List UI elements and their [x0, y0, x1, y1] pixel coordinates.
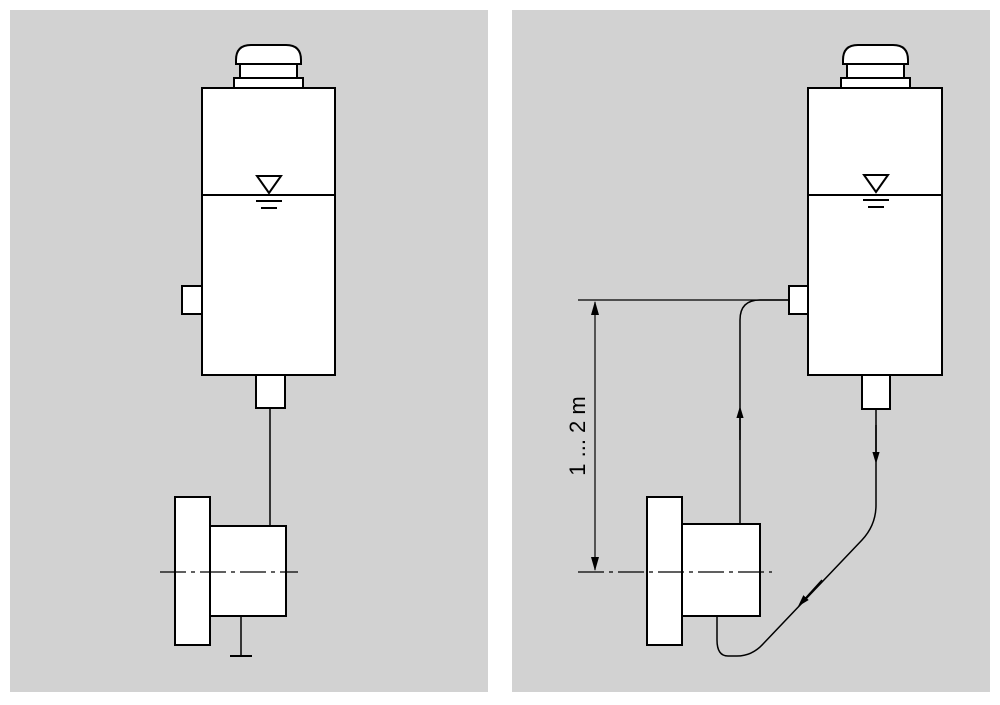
height-dimension: 1 ... 2 m [565, 299, 789, 573]
bottom-outlet [255, 374, 286, 409]
pump [160, 496, 298, 646]
pump-body [681, 523, 761, 617]
flow-arrow-icon [797, 579, 823, 607]
side-port [181, 285, 203, 315]
pump-body [209, 525, 287, 617]
supply-line [716, 409, 877, 657]
reservoir-tank [201, 87, 336, 376]
dimension-label: 1 ... 2 m [565, 396, 590, 475]
reservoir-cap [233, 44, 304, 89]
left-panel [10, 10, 488, 692]
pump-flange [174, 496, 211, 646]
dimension-arrow-bottom [591, 557, 599, 571]
reservoir-tank [807, 87, 943, 376]
reservoir-cap [840, 44, 911, 89]
pump [646, 496, 761, 646]
ground-icon [230, 616, 252, 657]
side-port [788, 285, 809, 315]
bottom-outlet [861, 374, 891, 410]
pump-flange [646, 496, 683, 646]
liquid-level-triangle-icon [255, 175, 283, 209]
liquid-level-triangle-icon [862, 174, 890, 208]
right-panel: 1 ... 2 m [512, 10, 990, 692]
dimension-arrow-top [591, 301, 599, 315]
